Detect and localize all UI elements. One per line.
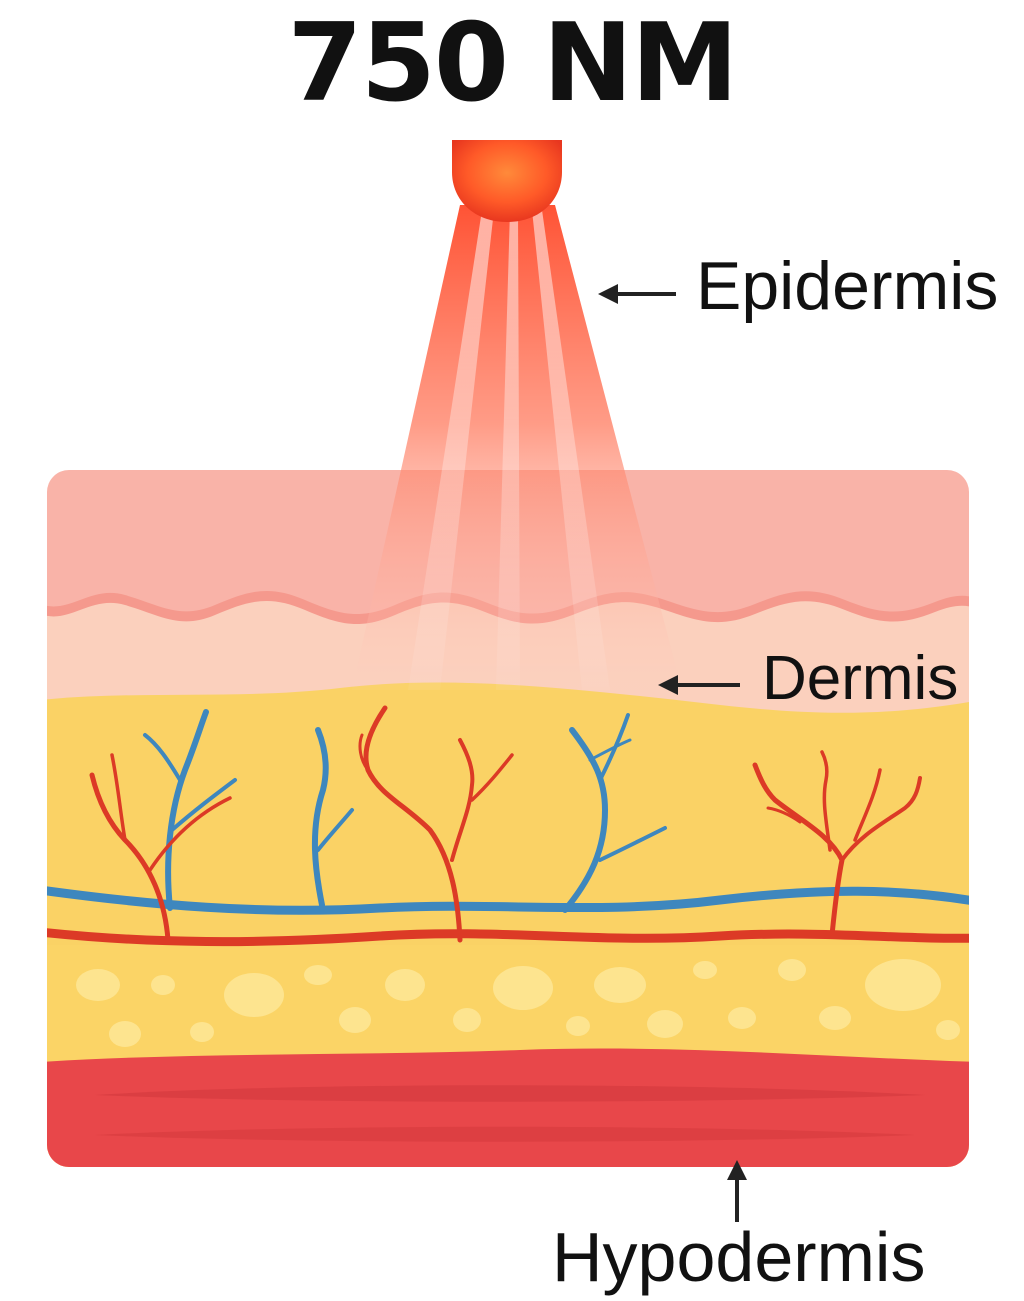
epidermis-label: Epidermis — [696, 248, 999, 324]
main-vein — [47, 885, 969, 915]
veins — [47, 709, 969, 915]
muscle-fiber — [95, 1126, 915, 1142]
main-artery — [47, 927, 969, 947]
diagram-title: 750 NM — [287, 1, 739, 126]
dermis-label: Dermis — [762, 644, 959, 713]
vein-branch — [311, 727, 329, 908]
artery-branch — [752, 762, 845, 938]
pointer-arrows — [598, 284, 747, 1222]
muscle-fiber — [95, 1085, 925, 1102]
artery-branch — [363, 705, 463, 943]
light-beam — [352, 205, 682, 690]
hypodermis-label: Hypodermis — [552, 1218, 926, 1296]
arteries — [47, 705, 969, 947]
muscle-layer — [47, 1048, 969, 1167]
light-emitter — [452, 140, 562, 222]
vein-branch — [562, 727, 609, 913]
fat-cells — [76, 959, 960, 1047]
skin-block — [47, 470, 969, 1167]
